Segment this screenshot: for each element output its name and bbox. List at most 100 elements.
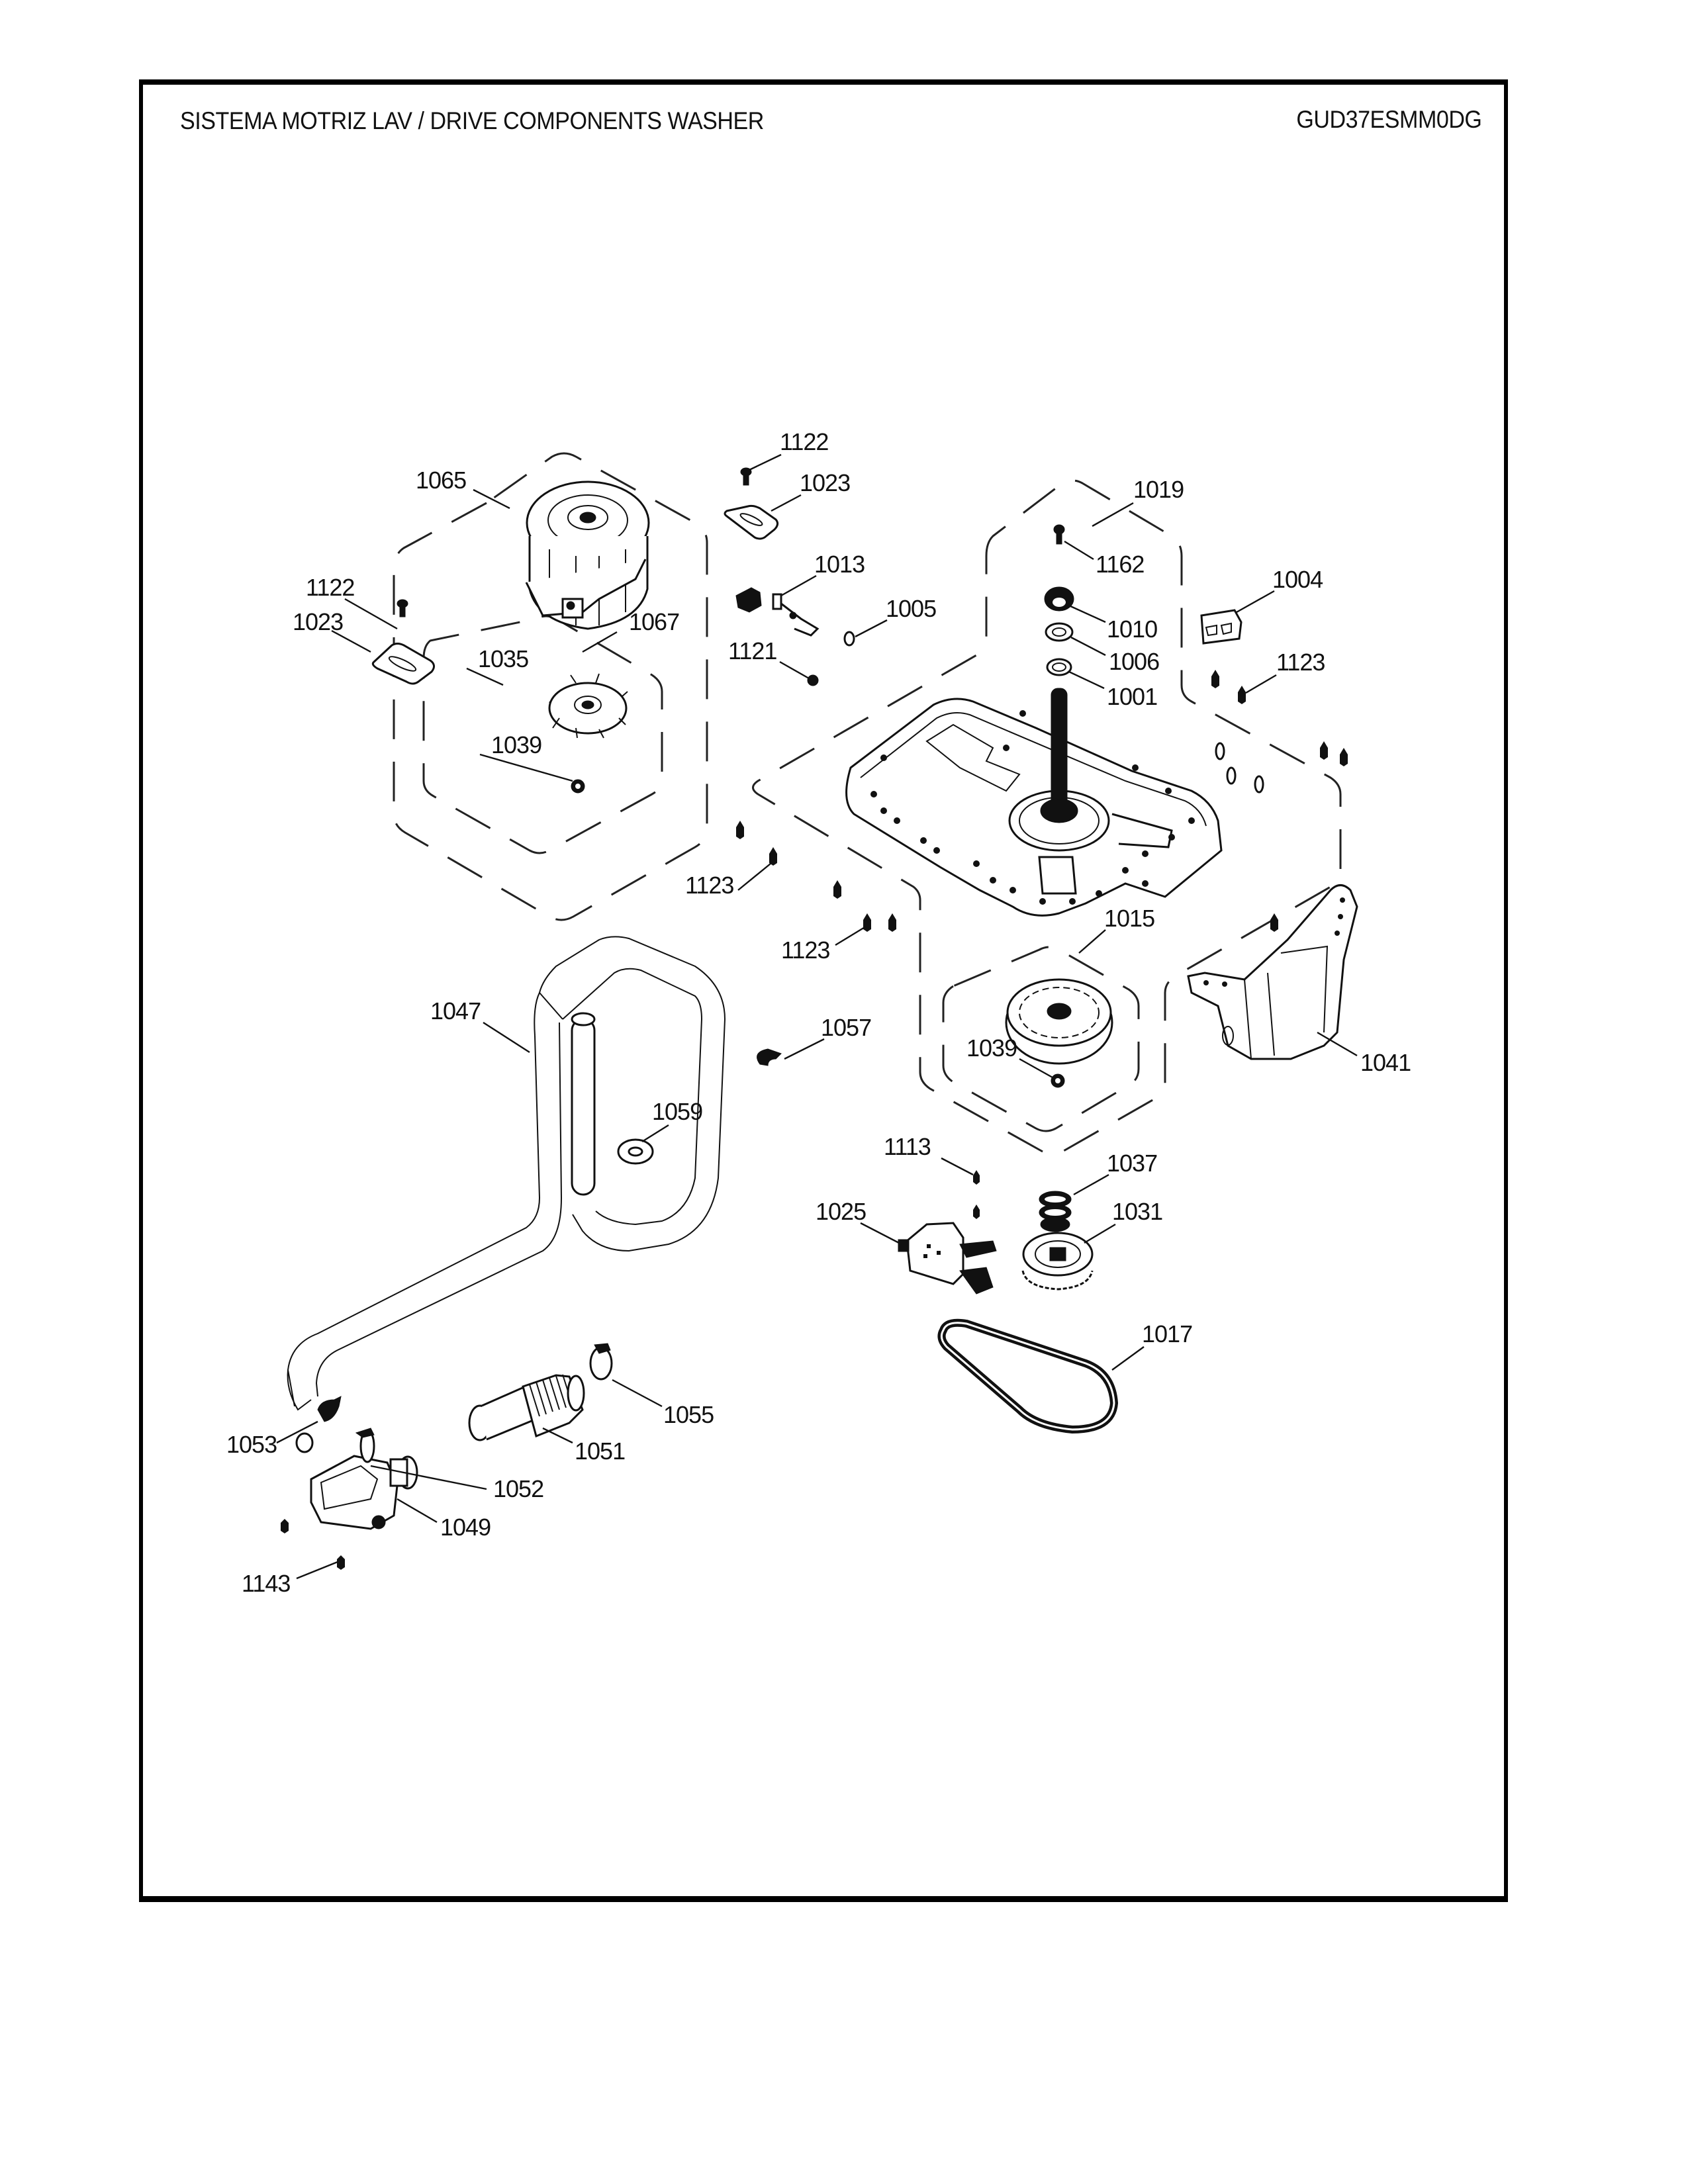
washer-1006[interactable]	[1045, 622, 1074, 642]
callout-1047: 1047	[430, 997, 481, 1024]
drive-belt-1017[interactable]	[937, 1318, 1119, 1434]
bracket-plate-1023-top[interactable]	[724, 504, 779, 540]
callout-1031: 1031	[1112, 1198, 1162, 1225]
leader-1005	[855, 619, 888, 638]
leader-1039-pulley	[1019, 1058, 1053, 1079]
drain-hose-1047[interactable]	[287, 936, 726, 1411]
leader-1001	[1068, 670, 1105, 690]
model-number: GUD37ESMM0DG	[1295, 106, 1482, 133]
callout-1122-left: 1122	[306, 574, 354, 601]
hose-clamp-1055[interactable]	[589, 1343, 613, 1381]
clips-1005-right[interactable]	[1215, 742, 1264, 794]
leader-1047	[483, 1021, 530, 1054]
motor-bracket-1041[interactable]	[1187, 884, 1358, 1060]
leader-1015	[1078, 929, 1106, 954]
leader-1017	[1111, 1346, 1145, 1371]
callout-1123-mid: 1123	[685, 872, 733, 899]
group-outline-1067	[422, 615, 663, 854]
leader-1023-top	[771, 494, 802, 512]
leader-1006	[1070, 636, 1106, 657]
leader-1065	[473, 488, 510, 510]
callout-1005: 1005	[886, 595, 936, 622]
screws-1143[interactable]	[281, 1519, 345, 1570]
callout-1039-motor: 1039	[491, 731, 541, 758]
coupling-gear-1031[interactable]	[1021, 1232, 1094, 1291]
callout-1037: 1037	[1107, 1150, 1157, 1177]
callout-1123-right: 1123	[1276, 649, 1325, 676]
leader-1057	[784, 1038, 825, 1060]
screw-1123-right-cluster[interactable]	[1211, 670, 1348, 932]
callout-1049: 1049	[440, 1514, 491, 1541]
leader-1019	[1092, 502, 1134, 527]
callout-1013: 1013	[814, 551, 865, 578]
screw-1122-top[interactable]	[740, 467, 752, 486]
nut-1039-motor[interactable]	[571, 779, 585, 794]
bellows-hose-1051[interactable]	[468, 1374, 585, 1441]
pulley-1015[interactable]	[1005, 978, 1113, 1065]
leader-1143	[296, 1561, 338, 1580]
callout-1059: 1059	[652, 1098, 702, 1125]
hose-clamp-1052[interactable]	[355, 1428, 375, 1463]
callout-1041: 1041	[1360, 1049, 1411, 1076]
leader-1055	[612, 1379, 663, 1408]
callout-1051: 1051	[575, 1437, 625, 1465]
nut-1039-pulley[interactable]	[1051, 1073, 1065, 1088]
hose-holder-1059[interactable]	[617, 1138, 654, 1165]
spring-1037[interactable]	[1039, 1191, 1072, 1232]
leader-1035	[466, 667, 504, 686]
leader-1123-right	[1245, 674, 1277, 694]
leader-1051	[542, 1427, 573, 1444]
group-outline-1015	[942, 946, 1140, 1132]
leader-1123-mid	[737, 863, 771, 891]
leader-1162	[1064, 540, 1094, 561]
leader-1122-top	[749, 453, 782, 471]
clip-1005[interactable]	[843, 631, 855, 647]
callout-1004: 1004	[1272, 566, 1323, 593]
screw-1113[interactable]	[973, 1170, 980, 1219]
leader-1049	[397, 1498, 438, 1524]
callout-1065: 1065	[416, 467, 466, 494]
clip-1004[interactable]	[1200, 609, 1243, 645]
callout-1019: 1019	[1133, 476, 1184, 503]
page-title: SISTEMA MOTRIZ LAV / DRIVE COMPONENTS WA…	[180, 107, 764, 134]
callout-1006: 1006	[1109, 648, 1159, 675]
motor-assembly-1065[interactable]	[525, 480, 650, 630]
group-outline-1065	[393, 452, 708, 921]
leader-1067	[582, 631, 618, 653]
callout-1010: 1010	[1107, 615, 1157, 643]
leader-1041	[1317, 1031, 1358, 1057]
leader-1023-left	[331, 629, 371, 653]
callout-1023-top: 1023	[800, 469, 850, 496]
motor-fan-pulley-1035[interactable]	[548, 673, 628, 739]
nut-1010[interactable]	[1044, 586, 1074, 612]
screw-1123-left-cluster[interactable]	[736, 821, 896, 932]
callout-1052: 1052	[493, 1475, 543, 1502]
leader-1037	[1073, 1173, 1109, 1196]
callout-1057: 1057	[821, 1014, 871, 1041]
screw-1162[interactable]	[1053, 524, 1065, 545]
hose-clip-1057[interactable]	[757, 1048, 782, 1066]
callout-1039-pulley: 1039	[966, 1034, 1017, 1062]
callout-1122-top: 1122	[780, 428, 828, 455]
leader-1025	[860, 1222, 900, 1244]
bracket-plate-1023-left[interactable]	[371, 643, 435, 685]
screw-1121[interactable]	[807, 674, 819, 686]
screw-1122-left[interactable]	[397, 599, 408, 617]
callout-1023-left: 1023	[293, 608, 343, 635]
leader-1113	[941, 1157, 974, 1176]
transmission-assembly-1019[interactable]	[845, 688, 1223, 917]
leader-1053	[276, 1420, 318, 1444]
leader-1059	[641, 1124, 669, 1143]
washer-1001[interactable]	[1046, 658, 1072, 676]
leader-1004	[1236, 590, 1275, 614]
drain-pump-1049[interactable]	[295, 1432, 418, 1530]
callout-1055: 1055	[663, 1401, 714, 1428]
callout-1121: 1121	[728, 637, 776, 664]
wire-harness-1013[interactable]	[735, 587, 820, 637]
leader-1010	[1068, 604, 1106, 623]
leader-1123-low	[835, 925, 867, 946]
shift-actuator-1025[interactable]	[898, 1222, 997, 1295]
leader-1013	[780, 574, 817, 597]
hose-clamp-1053[interactable]	[317, 1396, 342, 1422]
